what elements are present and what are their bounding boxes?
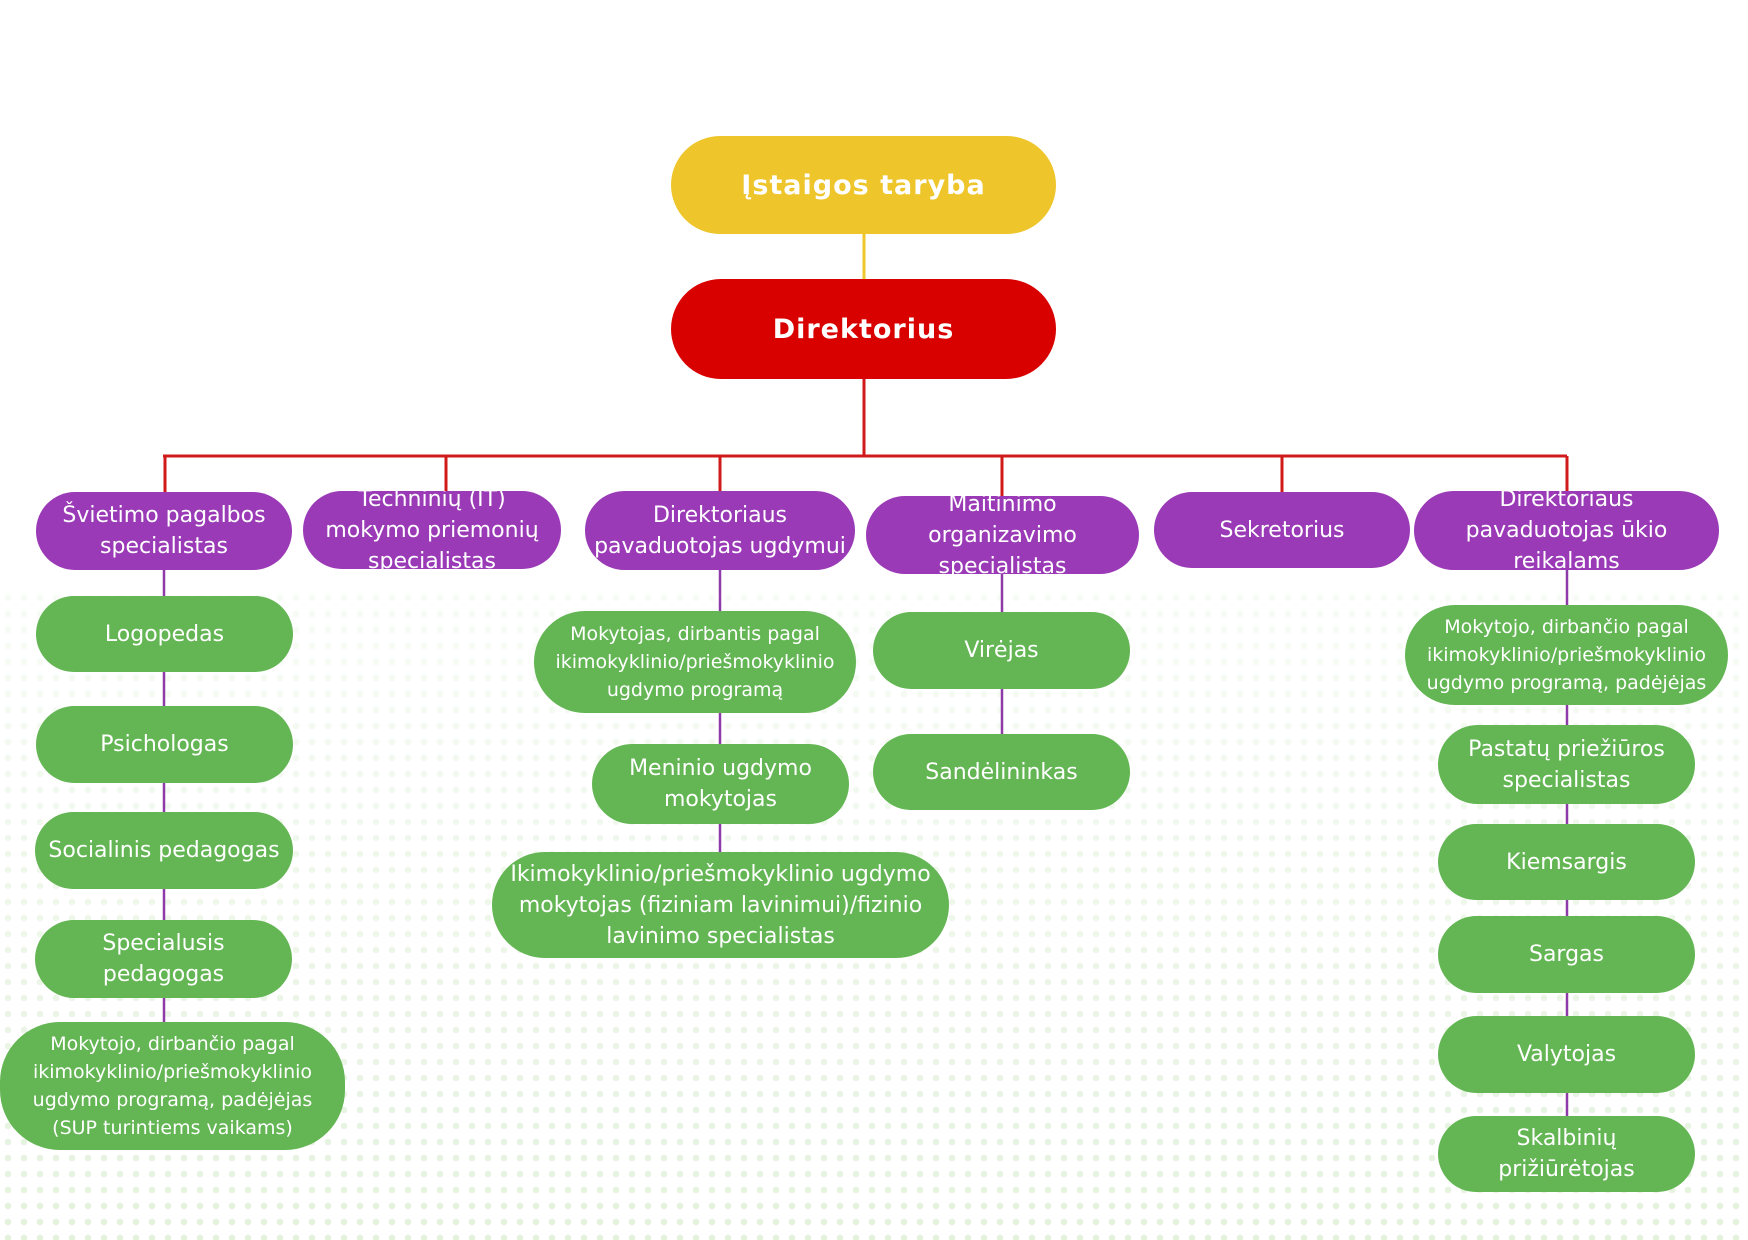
staff-label: Pastatų priežiūros specialistas [1468, 736, 1665, 793]
department-node: Maitinimo organizavimo specialistas [866, 496, 1139, 574]
staff-label: Meninio ugdymo mokytojas [629, 756, 812, 812]
staff-node: Mokytojo, dirbančio pagal ikimokyklinio/… [1405, 605, 1728, 705]
department-node: Švietimo pagalbos specialistas [36, 492, 292, 570]
staff-label: Psichologas [100, 732, 229, 757]
director-node: Direktorius [671, 279, 1056, 379]
staff-label: Sandėlininkas [925, 759, 1078, 785]
staff-node: Ikimokyklinio/priešmokyklinio ugdymo mok… [492, 852, 949, 958]
staff-node: Sargas [1438, 916, 1695, 993]
staff-label: Ikimokyklinio/priešmokyklinio ugdymo mok… [510, 861, 931, 949]
department-label: Maitinimo organizavimo specialistas [928, 496, 1077, 574]
staff-node: Skalbinių prižiūrėtojas [1438, 1116, 1695, 1192]
staff-node: Kiemsargis [1438, 824, 1695, 900]
staff-node: Meninio ugdymo mokytojas [592, 744, 849, 824]
staff-label: Kiemsargis [1506, 849, 1627, 875]
staff-node: Socialinis pedagogas [35, 812, 293, 889]
staff-label: Mokytojo, dirbančio pagal ikimokyklinio/… [32, 1033, 313, 1139]
staff-label: Mokytojo, dirbančio pagal ikimokyklinio/… [1426, 616, 1707, 694]
staff-node: Sandėlininkas [873, 734, 1130, 810]
council-node: Įstaigos taryba [671, 136, 1056, 234]
staff-label: Logopedas [104, 621, 225, 647]
staff-node: Pastatų priežiūros specialistas [1438, 725, 1695, 804]
staff-node: Psichologas [36, 706, 293, 783]
staff-label: Mokytojas, dirbantis pagal ikimokyklinio… [555, 623, 835, 701]
director-label: Direktorius [772, 313, 955, 345]
staff-label: Valytojas [1516, 1042, 1617, 1067]
staff-label: Sargas [1528, 942, 1604, 967]
staff-node: Mokytojo, dirbančio pagal ikimokyklinio/… [0, 1022, 345, 1150]
department-node: Sekretorius [1154, 492, 1410, 568]
department-label: Direktoriaus pavaduotojas ūkio reikalams [1465, 491, 1668, 570]
department-node: Direktoriaus pavaduotojas ugdymui [585, 491, 855, 570]
department-label: Direktoriaus pavaduotojas ugdymui [594, 502, 846, 559]
staff-label: Virėjas [964, 638, 1039, 663]
staff-label: Socialinis pedagogas [48, 838, 280, 863]
council-label: Įstaigos taryba [741, 169, 986, 201]
department-label: Sekretorius [1219, 517, 1345, 543]
staff-node: Specialusis pedagogas [35, 920, 292, 998]
staff-node: Valytojas [1438, 1016, 1695, 1093]
department-label: Techninių (IT) mokymo priemonių speciali… [325, 491, 539, 569]
staff-label: Skalbinių prižiūrėtojas [1498, 1126, 1635, 1182]
department-label: Švietimo pagalbos specialistas [62, 503, 266, 559]
staff-node: Virėjas [873, 612, 1130, 689]
department-node: Direktoriaus pavaduotojas ūkio reikalams [1414, 491, 1719, 570]
staff-node: Logopedas [36, 596, 293, 672]
staff-node: Mokytojas, dirbantis pagal ikimokyklinio… [534, 611, 856, 713]
department-node: Techninių (IT) mokymo priemonių speciali… [303, 491, 561, 569]
staff-label: Specialusis pedagogas [102, 931, 225, 987]
